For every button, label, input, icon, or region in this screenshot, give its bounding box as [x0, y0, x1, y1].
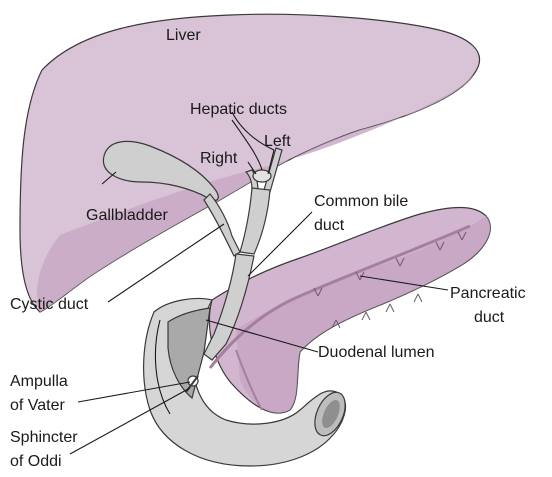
pancreatic-duct-label-line2: duct: [474, 309, 505, 326]
hepatic-ducts-label: Hepatic ducts: [190, 101, 287, 118]
pancreatic-duct-label-line1: Pancreatic: [450, 285, 526, 302]
gallbladder-label: Gallbladder: [86, 207, 169, 224]
liver-label: Liver: [166, 27, 201, 44]
sphincter-label-line2: of Oddi: [10, 453, 62, 470]
common-bile-duct-label-line2: duct: [314, 217, 345, 234]
common-hepatic-duct: [240, 188, 270, 254]
ampulla-label-line2: of Vater: [10, 397, 66, 414]
sphincter-label-line1: Sphincter: [10, 429, 78, 446]
right-label: Right: [200, 150, 238, 167]
left-label: Left: [264, 133, 291, 150]
common-bile-duct-label-line1: Common bile: [314, 193, 408, 210]
ampulla-label-line1: Ampulla: [10, 373, 68, 390]
duodenal-lumen-label: Duodenal lumen: [318, 344, 435, 361]
cystic-duct-label: Cystic duct: [10, 296, 89, 313]
